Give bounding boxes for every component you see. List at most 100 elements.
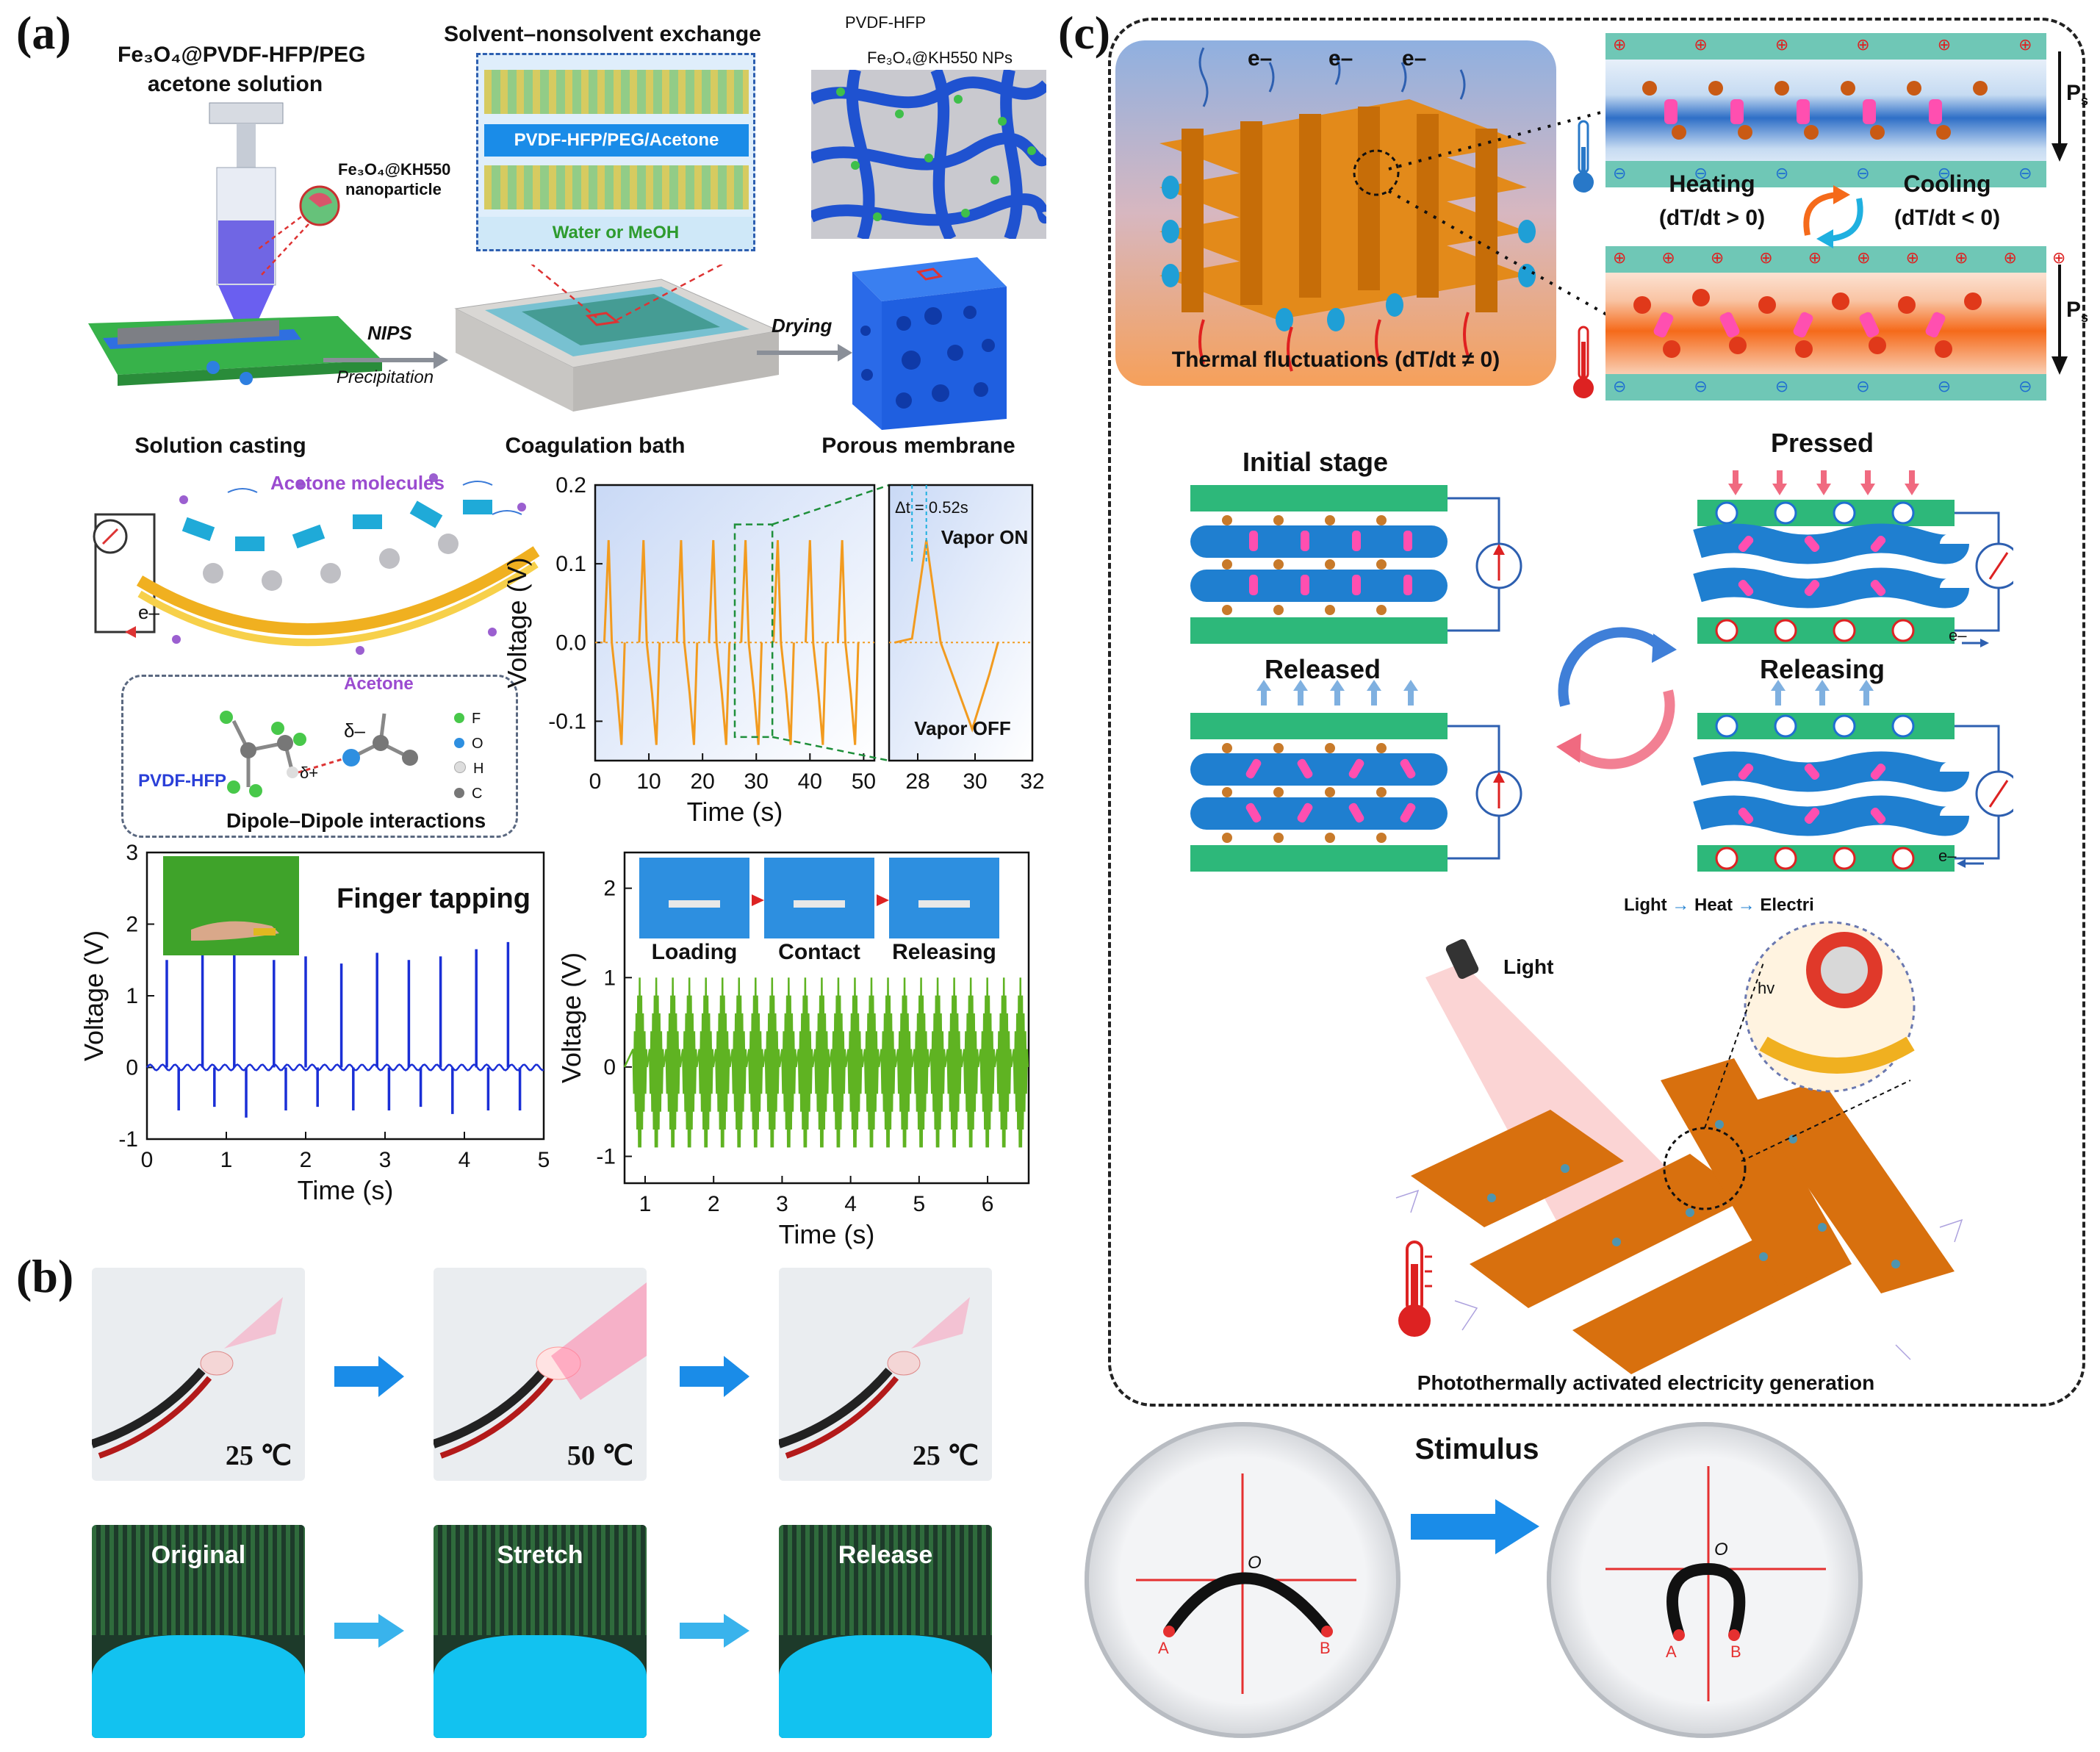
x-tick-label: 30 bbox=[963, 769, 987, 794]
step-solution-casting: Solution casting bbox=[134, 434, 306, 458]
led-photo-50c: 50 ℃ bbox=[434, 1268, 647, 1481]
dish2-b: B bbox=[1730, 1642, 1741, 1661]
zoom-lines bbox=[1388, 109, 1610, 317]
press-photo-0 bbox=[639, 858, 749, 938]
x-tick-label: 0 bbox=[589, 769, 602, 794]
x-tick-label: 40 bbox=[798, 769, 822, 794]
arrow-b2 bbox=[680, 1356, 749, 1397]
delta-t-label: Δt = 0.52s bbox=[895, 498, 968, 517]
press-signal bbox=[623, 977, 1029, 1148]
pyro-cooling-state: ⊕⊕⊕⊕⊕⊕ ⊖⊖⊖⊖⊖⊖ bbox=[1605, 33, 2046, 187]
nanoparticle-label-2: nanoparticle bbox=[345, 180, 442, 198]
y-tick-label: 1 bbox=[126, 984, 138, 1008]
y-tick-label: -0.1 bbox=[548, 709, 586, 733]
thermometer-icon bbox=[1398, 1241, 1432, 1337]
tap-device bbox=[253, 928, 276, 936]
x-tick-label: 0 bbox=[141, 1148, 154, 1172]
vapor-pulse-6 bbox=[804, 539, 827, 745]
cooling-label: Cooling bbox=[1903, 170, 1991, 197]
x-axis-label: Time (s) bbox=[298, 1175, 394, 1205]
y-tick-label: 3 bbox=[126, 841, 138, 865]
thermometer-cold-icon bbox=[1573, 120, 1594, 193]
petri-dish-before: O A B bbox=[1085, 1422, 1400, 1738]
arrow-b3 bbox=[334, 1614, 404, 1648]
zoom-box bbox=[733, 523, 774, 739]
panel-c-letter: (c) bbox=[1058, 7, 1111, 59]
x-tick-label: 2 bbox=[300, 1148, 312, 1172]
ps-label-top: Ps bbox=[2066, 81, 2089, 108]
tap-photo bbox=[163, 856, 299, 955]
pressed-electron: e– bbox=[1949, 626, 1967, 645]
plot-frame bbox=[888, 484, 1034, 762]
y-tick-label: 1 bbox=[603, 966, 616, 990]
x-tick-label: 20 bbox=[690, 769, 714, 794]
x-tick-label: 28 bbox=[905, 769, 929, 794]
vapor-pulse-5 bbox=[772, 539, 795, 745]
dish2-origin: O bbox=[1714, 1540, 1728, 1559]
acetone-molecules-label: Acetone molecules bbox=[270, 472, 445, 494]
led-photo-25c-end: 25 ℃ bbox=[779, 1268, 992, 1481]
released-label: Released bbox=[1264, 654, 1381, 684]
stretch-photo-stretch: Stretch bbox=[434, 1525, 647, 1738]
y-tick-label: 0.0 bbox=[555, 631, 586, 655]
thermal-scene: e– e– e– Thermal fluctuations (dT/dt ≠ 0… bbox=[1115, 40, 1556, 386]
ps-label-bottom: Ps bbox=[2066, 298, 2089, 325]
tap-label: Finger tapping bbox=[337, 883, 531, 914]
zoom-pulse bbox=[894, 539, 999, 733]
tap-baseline bbox=[146, 1063, 544, 1071]
dish1-origin: O bbox=[1248, 1553, 1262, 1573]
light-label: Light bbox=[1503, 955, 1554, 978]
electron-3: e– bbox=[1402, 46, 1427, 71]
y-tick-label: 0 bbox=[603, 1055, 616, 1080]
press-photo-label-1: Contact bbox=[778, 940, 860, 964]
y-axis-label: Voltage (V) bbox=[507, 557, 532, 688]
membrane-label-2: Fe₃O₄@KH550 NPs bbox=[867, 49, 1013, 67]
solution-layer-label: PVDF-HFP/PEG/Acetone bbox=[484, 124, 749, 157]
delta-plus-label: δ+ bbox=[300, 764, 319, 782]
x-tick-label: 3 bbox=[776, 1192, 788, 1216]
electron-2: e– bbox=[1328, 46, 1353, 71]
exchange-title: Solvent–nonsolvent exchange bbox=[444, 22, 761, 46]
piezo-cycle-diagram bbox=[1190, 470, 2013, 872]
dish1-b: B bbox=[1320, 1639, 1331, 1657]
x-axis-label: Time (s) bbox=[779, 1219, 875, 1249]
press-sample-1 bbox=[794, 900, 845, 908]
electron-1: e– bbox=[1248, 46, 1273, 71]
x-tick-label: 5 bbox=[538, 1148, 550, 1172]
stretch-label-3: Release bbox=[838, 1541, 933, 1569]
press-photo-1 bbox=[764, 858, 874, 938]
panel-c-frame bbox=[1108, 18, 2085, 1407]
nanoparticle-label: Fe₃O₄@KH550 bbox=[338, 160, 451, 179]
x-tick-label: 1 bbox=[220, 1148, 233, 1172]
temp-label-3: 25 ℃ bbox=[912, 1440, 979, 1471]
vapor-off-label: Vapor OFF bbox=[914, 717, 1010, 739]
delta-minus-label: δ– bbox=[344, 719, 365, 742]
zoom-line-top bbox=[772, 484, 890, 525]
press-photo-label-0: Loading bbox=[652, 940, 738, 964]
y-axis-label: Voltage (V) bbox=[558, 952, 586, 1083]
ps-arrow-bottom bbox=[2052, 265, 2068, 375]
stimulus-arrow bbox=[1411, 1499, 1539, 1554]
mechanism-illustration bbox=[93, 473, 540, 655]
y-tick-label: 0.1 bbox=[555, 552, 586, 576]
y-axis-label: Voltage (V) bbox=[81, 930, 109, 1061]
vapor-pulse-3 bbox=[708, 539, 731, 745]
dipole-inset: Acetone δ– δ+ PVDF-HFP Dipole–Dipole int… bbox=[121, 674, 518, 838]
x-tick-label: 50 bbox=[852, 769, 876, 794]
nips-label: NIPS bbox=[367, 322, 412, 344]
dish2-a: A bbox=[1666, 1642, 1677, 1661]
x-tick-label: 32 bbox=[1020, 769, 1043, 794]
vapor-pulse-7 bbox=[836, 539, 860, 745]
cooling-condition: (dT/dt < 0) bbox=[1894, 206, 2001, 230]
x-tick-label: 30 bbox=[744, 769, 769, 794]
nonsolvent-layer-label: Water or MeOH bbox=[478, 217, 753, 249]
releasing-electron: e– bbox=[1938, 847, 1957, 865]
hv-label: hv bbox=[1758, 979, 1775, 997]
x-tick-label: 1 bbox=[639, 1192, 652, 1216]
precipitation-label: Precipitation bbox=[337, 367, 434, 387]
press-sample-2 bbox=[918, 900, 970, 908]
stretch-label-2: Stretch bbox=[497, 1541, 583, 1569]
vapor-pulse-1 bbox=[638, 539, 661, 745]
vapor-pulse-2 bbox=[675, 539, 699, 745]
